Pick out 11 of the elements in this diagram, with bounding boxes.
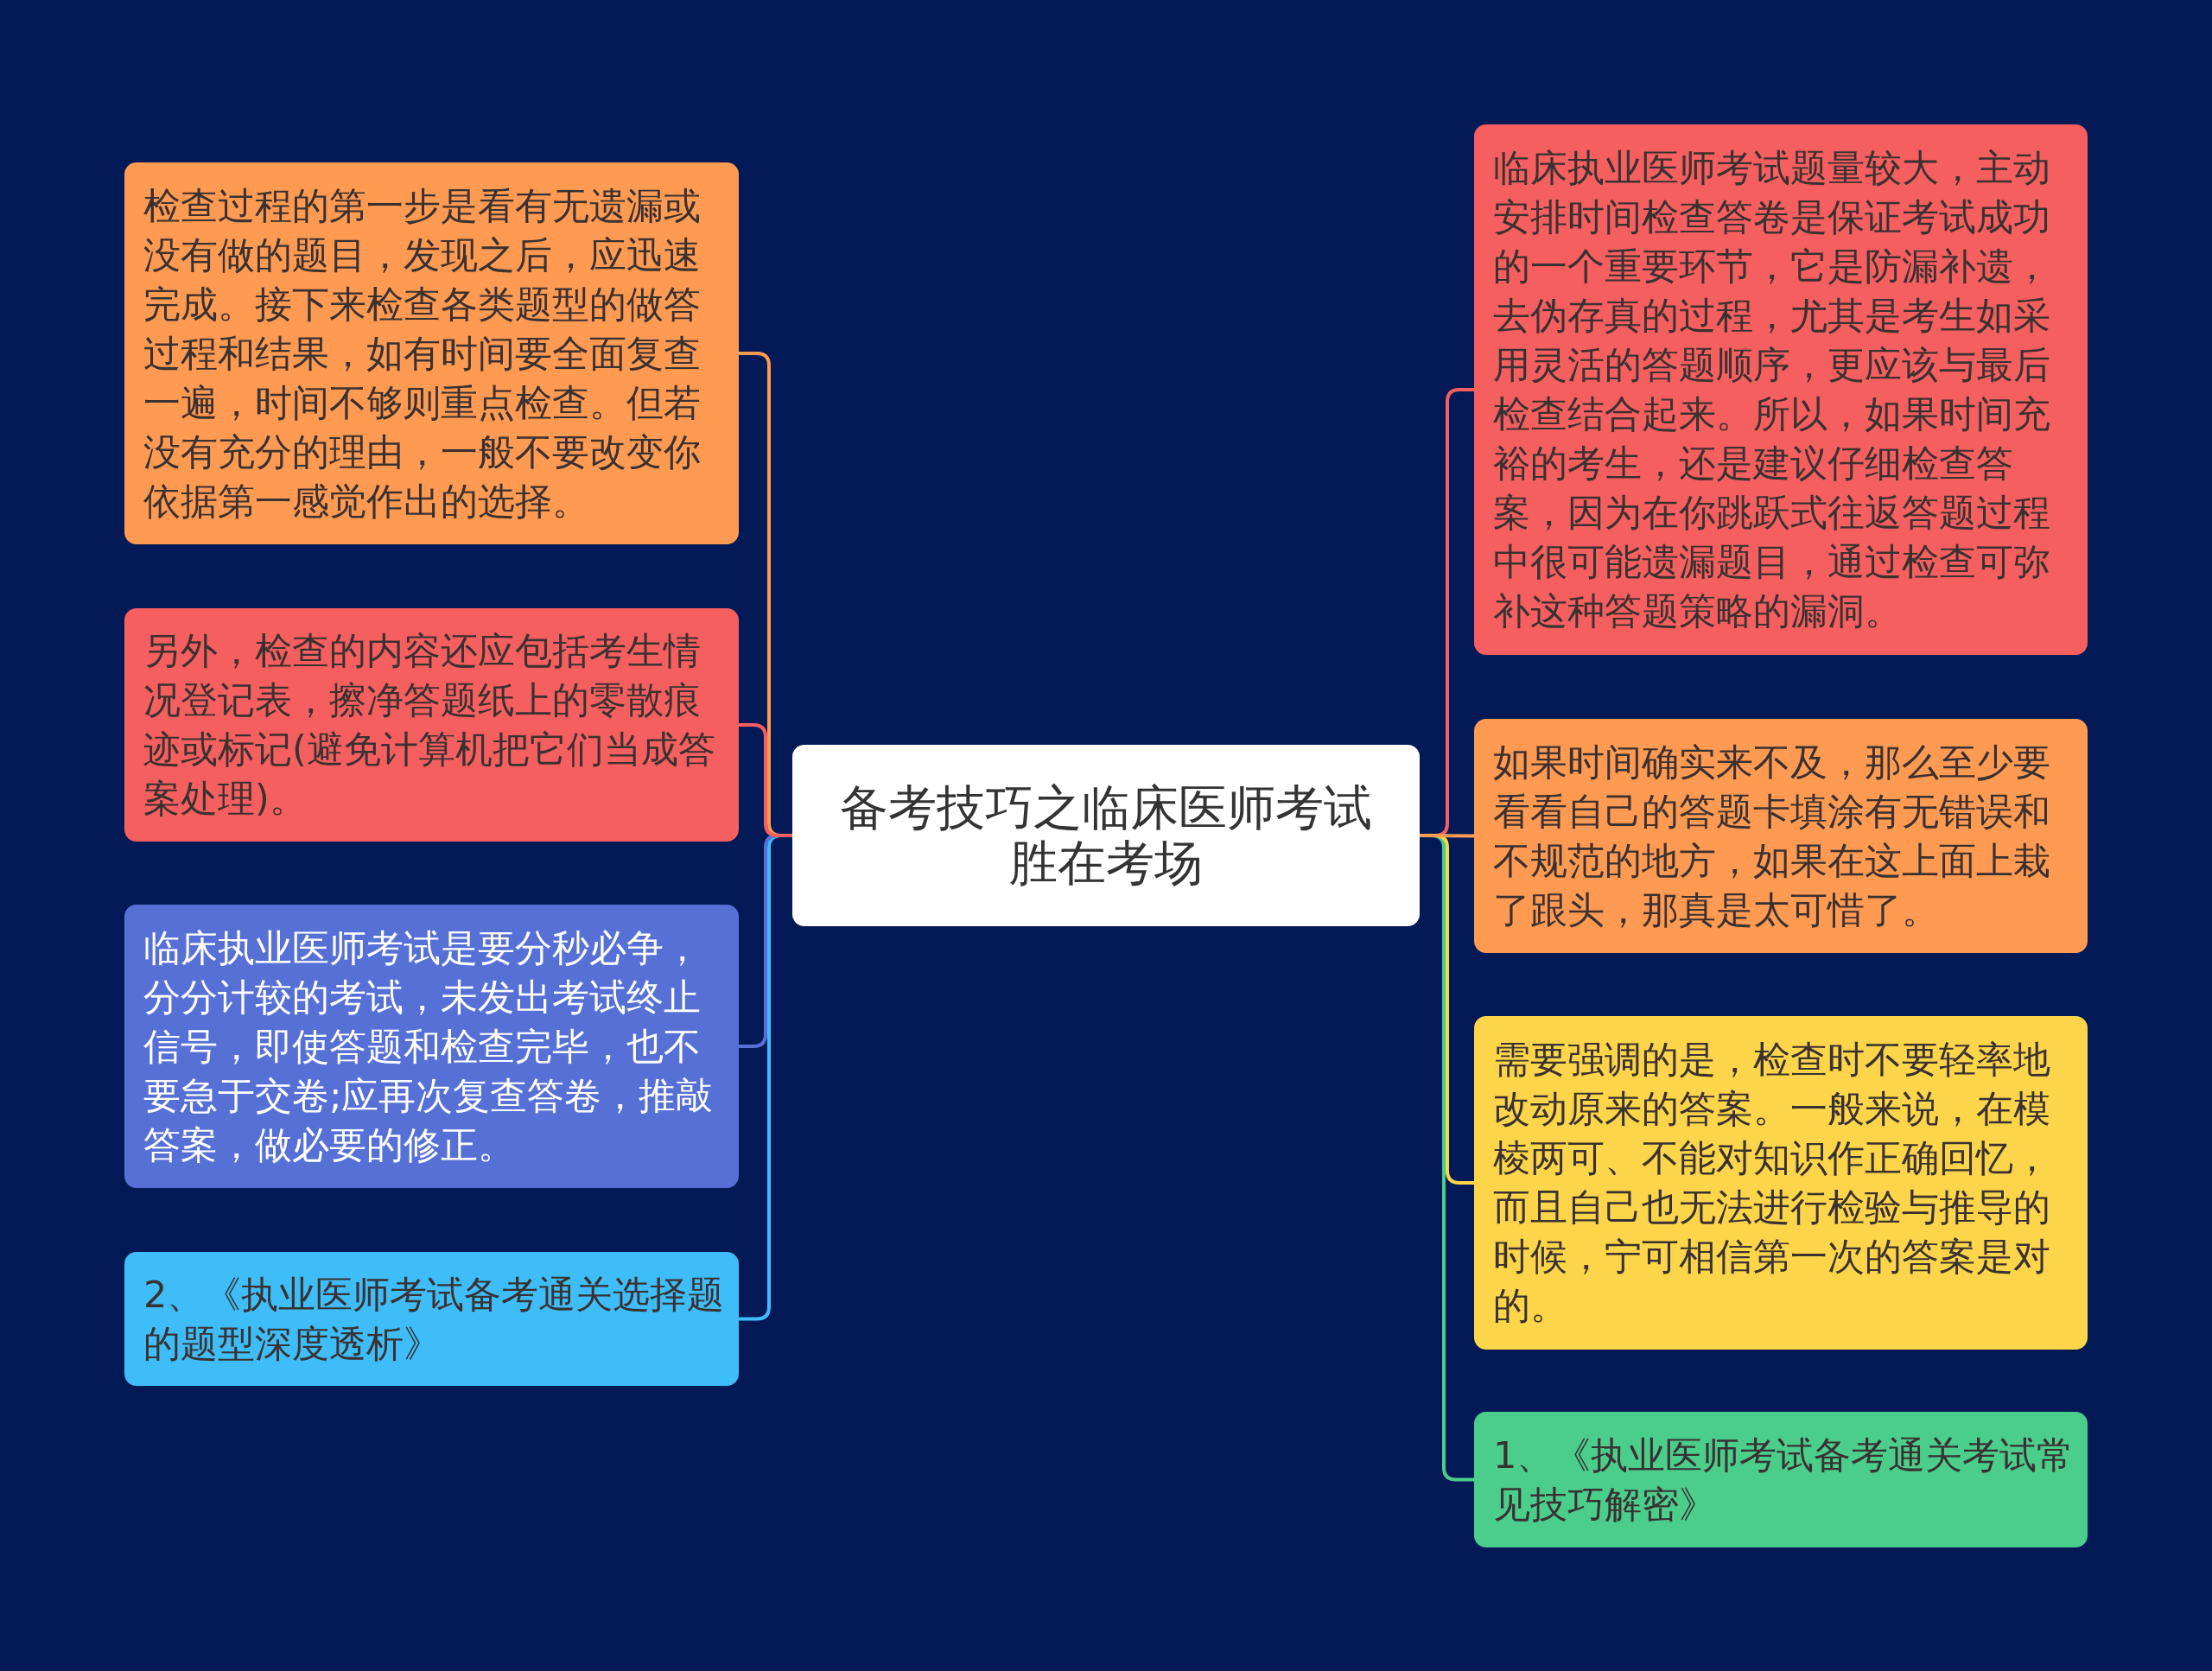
subtopic-box: 如果时间确实来不及，那么至少要看看自己的答题卡填涂有无错误和不规范的地方，如果在这上面上栽了跟头，那真是太可惜了。 [1474,719,2088,953]
subtopic-box: 2、《执业医师考试备考通关选择题的题型深度透析》 [124,1252,739,1386]
central-topic-box: 备考技巧之临床医师考试胜在考场 [792,745,1420,926]
subtopic-box: 临床执业医师考试是要分秒必争，分分计较的考试，未发出考试终止信号，即使答题和检查完毕，也不要急于交卷;应再次复查答卷，推敲答案，做必要的修正。 [124,905,739,1188]
connector-line [1420,834,1474,838]
subtopic-box: 1、《执业医师考试备考通关考试常见技巧解密》 [1474,1412,2088,1547]
connector-line [739,723,792,837]
subtopic-box: 需要强调的是，检查时不要轻率地改动原来的答案。一般来说，在模棱两可、不能对知识作正确回忆，而且自己也无法进行检验与推导的时候，宁可相信第一次的答案是对的。 [1474,1016,2088,1350]
subtopic-box: 另外，检查的内容还应包括考生情况登记表，擦净答题纸上的零散痕迹或标记(避免计算机把它们当成答案处理)。 [124,608,739,842]
subtopic-box: 临床执业医师考试题量较大，主动安排时间检查答卷是保证考试成功的一个重要环节，它是防漏补遗，去伪存真的过程，尤其是考生如采用灵活的答题顺序，更应该与最后检查结合起来。所以，如果时间充裕的考生，还是建议仔细检查答案，因为在你跳跃式往返答题过程中很可能遗漏题目，通过检查可弥补这种答题策略的漏洞。 [1474,124,2088,655]
subtopic-box: 检查过程的第一步是看有无遗漏或没有做的题目，发现之后，应迅速完成。接下来检查各类题型的做答过程和结果，如有时间要全面复查一遍，时间不够则重点检查。但若没有充分的理由，一般不要改变你依据第一感觉作出的选择。 [124,162,739,544]
